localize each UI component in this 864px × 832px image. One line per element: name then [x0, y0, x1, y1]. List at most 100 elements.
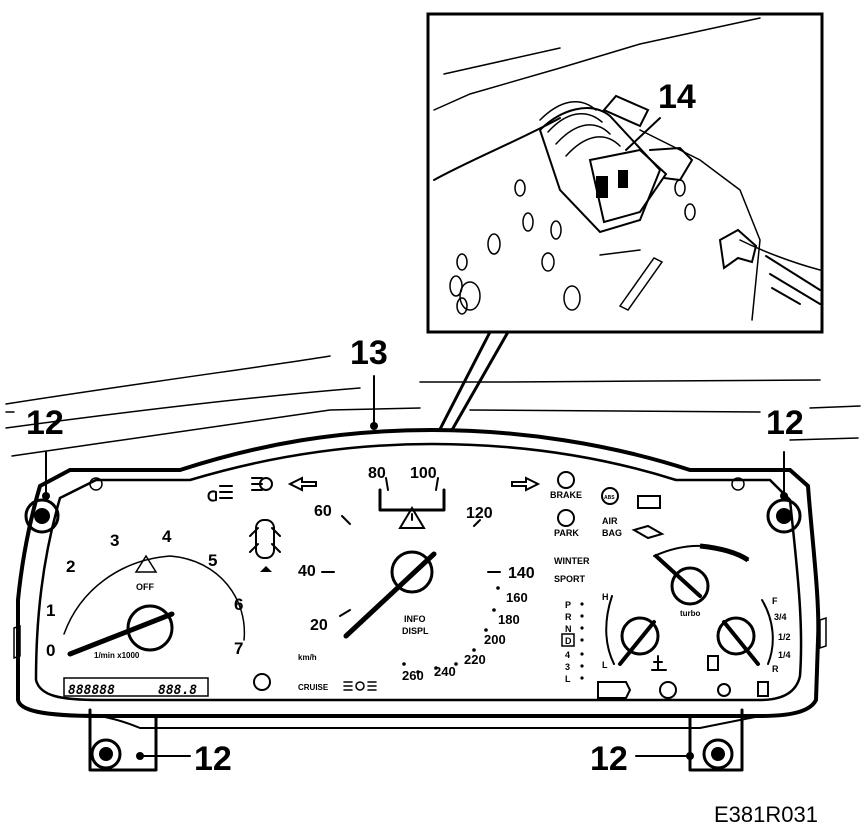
- headlight-icon: [717, 683, 731, 697]
- speedometer-scale-label: 120: [466, 505, 493, 522]
- cluster-housing: [13, 427, 827, 772]
- speedometer-scale-label: 260: [402, 668, 424, 683]
- tachometer-scale-label: 5: [208, 551, 217, 570]
- winter-mode-label: WINTER: [554, 556, 590, 566]
- fuel-quarter-label: 1/4: [778, 650, 791, 660]
- gear-indicator-dot: [580, 676, 584, 680]
- gear-label: R: [565, 612, 572, 622]
- left-indicator-lights: CRUISE 888888 888.8: [63, 476, 377, 698]
- warning-triangle-icon: [378, 488, 446, 529]
- callout-14-leader: [625, 117, 661, 151]
- lower-left-bracket: [88, 708, 158, 772]
- airbag-label-2: BAG: [602, 528, 622, 538]
- lower-right-bracket: [688, 708, 744, 772]
- fuel-reserve-label: R: [772, 664, 779, 674]
- abs-warning-icon: [601, 487, 619, 505]
- turbo-label: turbo: [680, 609, 701, 618]
- speedometer-major-tick: [339, 609, 351, 617]
- fuel-reserve-icon: [757, 681, 769, 697]
- connector-plug: [538, 94, 821, 305]
- cluster-cover: 13: [5, 334, 861, 457]
- speedometer-minor-tick: [492, 608, 496, 612]
- fuel-three-quarter-label: 3/4: [774, 612, 787, 622]
- info-display-label-2: DISPL: [402, 626, 429, 636]
- gear-label: P: [565, 600, 571, 610]
- sport-mode-label: SPORT: [554, 574, 586, 584]
- mounting-screws: 12 12 12 12: [24, 404, 804, 778]
- service-warning-icon: [659, 681, 677, 699]
- tachometer-scale-label: 6: [234, 595, 243, 614]
- fog-light-icon: [207, 485, 233, 502]
- temp-high-label: H: [602, 592, 609, 602]
- callout-12-bottom-left: 12: [194, 740, 232, 778]
- tachometer-needle: [67, 611, 175, 657]
- speedometer-hub: [390, 550, 434, 594]
- connector-detail-inset: 14: [416, 12, 824, 474]
- fuel-full-label: F: [772, 596, 778, 606]
- traction-off-label: OFF: [136, 582, 154, 592]
- gear-label: N: [565, 624, 572, 634]
- check-engine-icon: [597, 681, 632, 699]
- gear-indicator-dot: [580, 614, 584, 618]
- tachometer-scale-label: 7: [234, 639, 243, 658]
- tachometer-arc: [63, 555, 246, 641]
- tachometer-hub: [126, 604, 174, 652]
- speedometer-scale-label: 80: [368, 465, 386, 482]
- turbo-gauge: turbo: [653, 543, 750, 618]
- speedometer-minor-tick: [484, 628, 488, 632]
- total-odometer-display: 888.8: [158, 683, 197, 698]
- parking-light-icon: [343, 681, 377, 691]
- trip-odometer-display: 888888: [68, 683, 115, 698]
- tachometer-unit-label: 1/min x1000: [94, 651, 140, 660]
- speedometer-scale-label: 60: [314, 503, 332, 520]
- speedometer-major-tick: [385, 477, 389, 491]
- speed-unit-label: km/h: [298, 653, 317, 662]
- speedometer-minor-tick: [434, 666, 438, 670]
- speedometer-needle: [343, 551, 437, 639]
- fuel-half-label: 1/2: [778, 632, 791, 642]
- gear-indicator-dot: [580, 626, 584, 630]
- callout-14-label: 14: [658, 78, 696, 116]
- speedometer-major-tick: [473, 519, 481, 527]
- screw-bottom-right: 12: [590, 738, 734, 778]
- gear-label: 3: [565, 662, 570, 672]
- info-display-label-1: INFO: [404, 614, 426, 624]
- park-label: PARK: [554, 528, 579, 538]
- screw-top-right: 12: [766, 404, 804, 534]
- right-indicator-lights: BRAKE PARK ABS AIR BAG WINTER SPORT: [511, 471, 665, 584]
- brake-warning-icon: [557, 471, 575, 489]
- brake-label: BRAKE: [550, 490, 582, 500]
- speedometer-scale-label: 180: [498, 612, 520, 627]
- coolant-temperature-gauge: H L: [597, 592, 677, 699]
- speedometer-scale-label: 100: [410, 465, 437, 482]
- callout-12-bottom-right: 12: [590, 740, 628, 778]
- rear-fog-light-icon: [251, 477, 273, 491]
- traction-control-warning: OFF: [134, 554, 158, 592]
- gear-label: 4: [565, 650, 570, 660]
- speedometer-minor-tick: [472, 648, 476, 652]
- fuel-pump-icon: [707, 655, 719, 671]
- speedometer-major-tick: [341, 515, 351, 525]
- speedometer-scale-label: 20: [310, 617, 328, 634]
- callout-12-top-right: 12: [766, 404, 804, 442]
- speedometer-scale-label: 220: [464, 652, 486, 667]
- tachometer-scale-label: 0: [46, 641, 55, 660]
- indicator-lamp-icon: [253, 673, 271, 691]
- speedometer-scale-label: 240: [434, 664, 456, 679]
- parking-brake-icon: [557, 509, 575, 527]
- temp-low-label: L: [602, 660, 608, 670]
- gear-label: D: [565, 636, 572, 646]
- gear-label: L: [565, 674, 571, 684]
- fuel-gauge: F 3/4 1/2 1/4 R: [707, 596, 791, 697]
- screw-bottom-left: 12: [90, 738, 232, 778]
- speedometer-scale-label: 40: [298, 563, 316, 580]
- figure-code: E381R031: [714, 802, 818, 827]
- speedometer-scale-label: 160: [506, 590, 528, 605]
- speedometer-minor-tick: [454, 662, 458, 666]
- speedometer-minor-tick: [416, 670, 420, 674]
- speedometer-major-tick: [435, 477, 439, 491]
